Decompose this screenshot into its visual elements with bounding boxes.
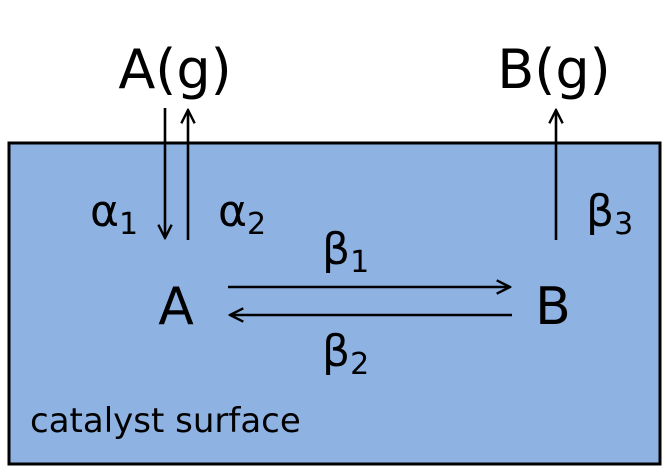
surface-species-a: A	[158, 277, 194, 337]
surface-species-b: B	[535, 277, 571, 337]
rate-label-beta2: β2	[322, 326, 369, 382]
catalyst-surface-box	[7, 141, 662, 466]
rate-label-alpha1: α1	[90, 186, 138, 242]
rate-label-beta3: β3	[586, 186, 633, 242]
rate-label-beta1: β1	[322, 224, 369, 280]
gas-a-label: A(g)	[118, 38, 231, 101]
rate-label-alpha2: α2	[218, 186, 266, 242]
gas-b-label: B(g)	[497, 38, 610, 101]
catalyst-surface-label: catalyst surface	[30, 401, 301, 441]
